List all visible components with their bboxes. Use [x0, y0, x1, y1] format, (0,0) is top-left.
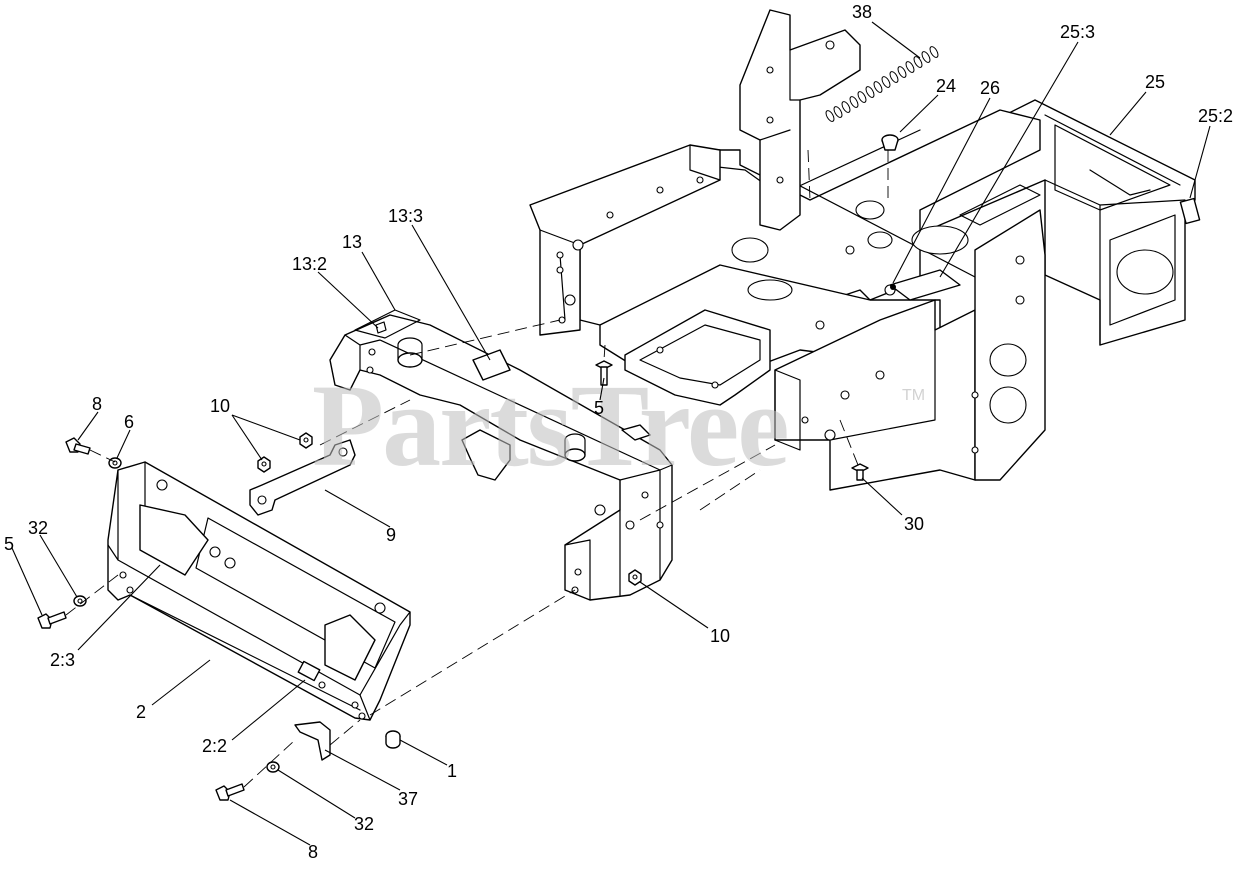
callout-13-2: 13:2	[292, 254, 327, 274]
callout-25-3: 25:3	[1060, 22, 1095, 42]
partstree-watermark: PartsTree TM	[312, 360, 925, 491]
bolt-part-8-top[interactable]	[65, 437, 91, 455]
callout-38: 38	[852, 2, 872, 22]
watermark-text: PartsTree	[312, 360, 788, 491]
callout-1: 1	[447, 761, 457, 781]
assembly-lines	[65, 149, 889, 788]
callout-25-2: 25:2	[1198, 106, 1233, 126]
knob-part-24[interactable]	[881, 134, 899, 151]
callout-13: 13	[342, 232, 362, 252]
callout-10-top: 10	[210, 396, 230, 416]
bracket-part-9[interactable]	[249, 439, 356, 516]
callout-9: 9	[386, 525, 396, 545]
callout-8-top: 8	[92, 394, 102, 414]
callout-26: 26	[980, 78, 1000, 98]
nut-part-10-top-a[interactable]	[299, 432, 313, 449]
control-panel-part-2[interactable]	[107, 461, 411, 721]
callout-5-left: 5	[4, 534, 14, 554]
callout-32-left: 32	[28, 518, 48, 538]
callout-2-2: 2:2	[202, 736, 227, 756]
callout-13-3: 13:3	[388, 206, 423, 226]
bolt-part-5-mid[interactable]	[595, 360, 613, 386]
washer-part-32-left[interactable]	[73, 595, 87, 607]
clip-part-37[interactable]	[294, 721, 331, 761]
callout-6: 6	[124, 412, 134, 432]
callout-37: 37	[398, 789, 418, 809]
callout-24: 24	[936, 76, 956, 96]
callout-2-3: 2:3	[50, 650, 75, 670]
bolt-part-30[interactable]	[851, 463, 869, 481]
callout-labels: 38 24 26 25:3 25 25:2 13:3 13 13:2 10 8 …	[4, 2, 1233, 862]
callout-2: 2	[136, 702, 146, 722]
leader-lines	[11, 21, 1211, 846]
spring-part-38[interactable]	[824, 45, 939, 122]
watermark-tm: TM	[902, 387, 925, 404]
callout-25: 25	[1145, 72, 1165, 92]
front-frame-part-13[interactable]	[329, 309, 673, 601]
nut-part-10-top-b[interactable]	[257, 456, 271, 473]
main-frame[interactable]	[529, 9, 1201, 491]
nut-part-10-right[interactable]	[628, 569, 642, 586]
callout-10-right: 10	[710, 626, 730, 646]
bolt-part-8-bottom[interactable]	[215, 783, 245, 801]
callout-8-bottom: 8	[308, 842, 318, 862]
callout-5-mid: 5	[594, 398, 604, 418]
washer-part-32-bottom[interactable]	[266, 761, 280, 773]
bolt-part-5-left[interactable]	[37, 611, 67, 629]
callout-32-bottom: 32	[354, 814, 374, 834]
cap-part-1[interactable]	[385, 730, 401, 749]
callout-30: 30	[904, 514, 924, 534]
